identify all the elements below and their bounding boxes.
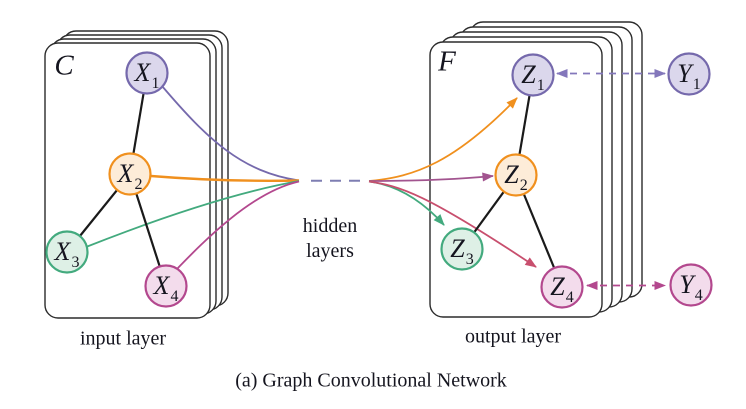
flow-curve-from-x1 xyxy=(161,85,300,182)
node-label-z1-base: Z xyxy=(521,60,536,89)
hidden-layers-line2: layers xyxy=(306,240,354,262)
figure-caption: (a) Graph Convolutional Network xyxy=(235,369,507,392)
node-label-x4-base: X xyxy=(153,271,170,300)
node-label-z1: Z1 xyxy=(521,60,544,94)
graph-nodes xyxy=(45,51,713,309)
node-label-y4: Y4 xyxy=(679,270,702,304)
node-label-x4: X4 xyxy=(153,271,179,305)
node-label-z4-sub: 4 xyxy=(565,289,574,306)
hidden-layers-line1: hidden xyxy=(302,215,358,237)
node-x2-circle xyxy=(108,152,152,196)
node-label-x2-base: X xyxy=(117,159,134,188)
node-label-x3-sub: 3 xyxy=(71,254,80,271)
node-z4-circle xyxy=(540,265,584,309)
node-label-x2-sub: 2 xyxy=(134,176,143,193)
node-label-y1-base: Y xyxy=(677,59,692,88)
flow-arrow-to-z1 xyxy=(368,97,518,182)
node-label-z2-sub: 2 xyxy=(519,177,528,194)
node-label-y1-sub: 1 xyxy=(692,76,701,93)
node-x3-circle xyxy=(45,230,89,274)
flow-curve-from-x2 xyxy=(150,174,300,182)
node-label-x1-sub: 1 xyxy=(151,75,160,92)
node-label-z1-sub: 1 xyxy=(536,77,545,94)
flow-arrow-to-z4 xyxy=(368,180,537,268)
flow-arrow-to-z2 xyxy=(368,172,494,182)
node-label-z3-sub: 3 xyxy=(465,251,474,268)
output-layer-caption: output layer xyxy=(464,325,562,348)
node-label-y4-base: Y xyxy=(679,270,694,299)
node-y1-circle xyxy=(667,52,711,96)
node-label-z3: Z3 xyxy=(450,234,473,268)
input-panel-label: C xyxy=(54,49,74,82)
flow-curve-from-x3 xyxy=(85,180,300,248)
node-label-z2: Z2 xyxy=(504,160,527,194)
input-flow-curves xyxy=(85,85,300,272)
node-label-y1: Y1 xyxy=(677,59,700,93)
node-z2-circle xyxy=(494,153,538,197)
hidden-layers-label: hidden layers xyxy=(303,214,357,264)
node-label-x1: X1 xyxy=(134,58,160,92)
node-y4-circle xyxy=(669,263,713,307)
node-z1-circle xyxy=(511,53,555,97)
node-label-z4-base: Z xyxy=(550,272,565,301)
node-label-z4: Z4 xyxy=(550,272,573,306)
node-z3-circle xyxy=(440,227,484,271)
flow-curve-from-x4 xyxy=(174,180,300,272)
node-x1-circle xyxy=(125,51,169,95)
node-label-x2: X2 xyxy=(117,159,143,193)
node-label-x3-base: X xyxy=(54,237,71,266)
node-label-x1-base: X xyxy=(134,58,151,87)
input-layer-caption: input layer xyxy=(79,327,167,350)
node-label-y4-sub: 4 xyxy=(694,287,703,304)
node-label-z3-base: Z xyxy=(450,234,465,263)
node-label-z2-base: Z xyxy=(504,160,519,189)
output-flow-arrows xyxy=(368,97,537,268)
node-label-x4-sub: 4 xyxy=(170,288,179,305)
node-label-x3: X3 xyxy=(54,237,80,271)
output-panel-label: F xyxy=(438,45,456,78)
node-x4-circle xyxy=(144,264,188,308)
